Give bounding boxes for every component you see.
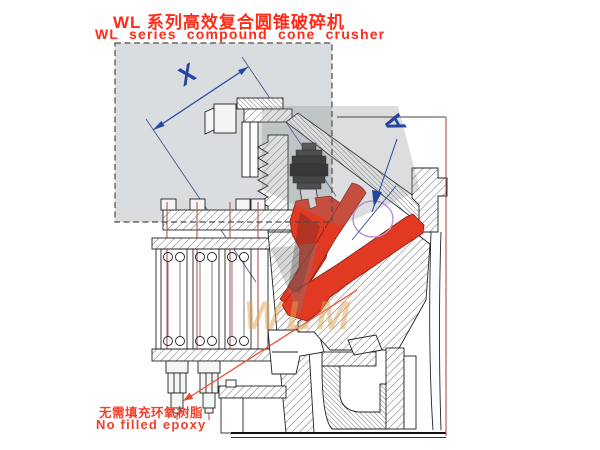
detail-a-leader — [351, 138, 398, 241]
hopper-left-profile — [204, 103, 237, 135]
claw-shading — [288, 212, 320, 294]
gray-overlay-upper — [262, 106, 420, 226]
red-liners — [279, 182, 425, 322]
dimension-x — [152, 66, 249, 131]
spring-bolts — [165, 360, 221, 414]
upper-liner-band — [287, 182, 367, 295]
note-line-zh: 无需填充环氧树脂 — [99, 406, 204, 420]
frame-ledge — [218, 385, 287, 399]
lower-liner-band — [281, 213, 425, 322]
page-title-zh: WL 系列高效复合圆锥破碎机 — [113, 13, 345, 32]
page-title-en: WL series compound cone crusher — [95, 26, 386, 42]
gray-overlay-lower — [270, 243, 318, 316]
detail-circle — [352, 200, 394, 238]
epoxy-note-leader — [183, 289, 358, 401]
watermark-text: WLM — [244, 294, 355, 338]
highlight-box-border — [114, 42, 333, 223]
feed-hopper-cap — [236, 97, 293, 178]
thread-column — [256, 134, 289, 211]
right-flange — [411, 167, 448, 233]
right-wall — [429, 231, 434, 431]
note-line-en: No filled epoxy — [96, 417, 207, 432]
frame-leg — [220, 397, 244, 434]
eccentric-channel — [321, 365, 399, 430]
